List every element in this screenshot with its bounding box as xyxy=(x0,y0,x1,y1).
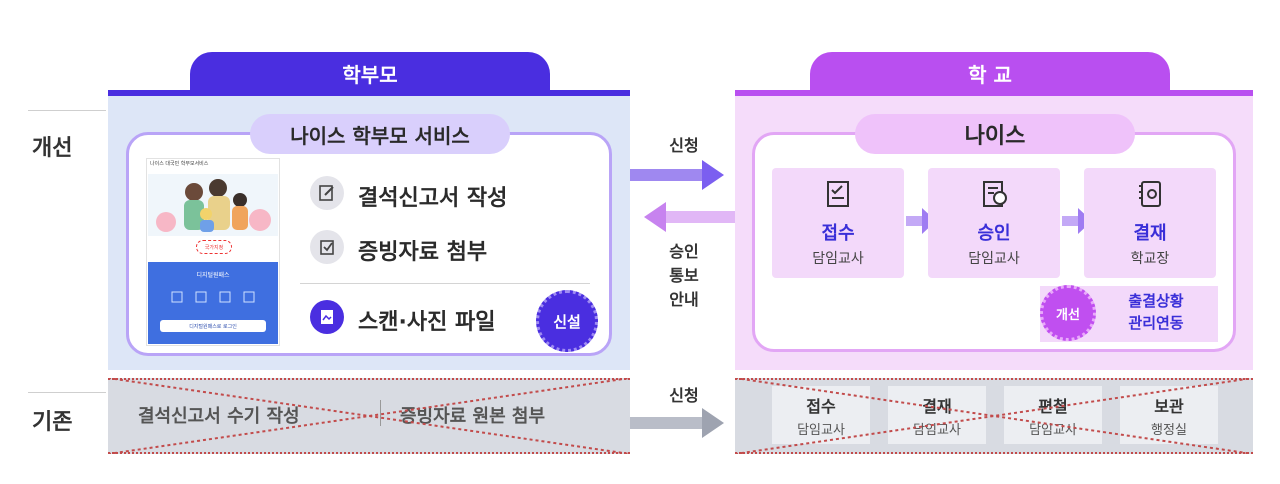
row-divider xyxy=(28,110,106,111)
service-item-scan-photo: 스캔·사진 파일 xyxy=(358,310,496,335)
step-title: 승인 xyxy=(977,223,1011,244)
old-border xyxy=(735,452,1253,454)
step-title: 결재 xyxy=(1133,223,1167,244)
old-manual-report: 결석신고서 수기 작성 xyxy=(138,406,300,427)
old-separator xyxy=(380,400,381,426)
row-label-improved: 개선 xyxy=(32,136,73,161)
old-step-receive: 접수 담임교사 xyxy=(772,386,870,444)
improve-line: 출결상황 xyxy=(1128,292,1184,310)
apply-label: 신청 xyxy=(669,136,699,155)
step-role: 담임교사 xyxy=(812,251,864,267)
row-divider xyxy=(28,392,106,393)
old-step-title: 결재 xyxy=(922,396,952,416)
old-apply-label: 신청 xyxy=(669,386,699,405)
notify-line: 통보 xyxy=(669,266,699,285)
school-tab-bar xyxy=(735,90,1253,96)
old-arrow-right-icon xyxy=(630,408,724,438)
scan-doc-icon xyxy=(310,300,344,334)
step-title: 접수 xyxy=(821,223,855,244)
improve-badge: 개선 xyxy=(1040,285,1096,341)
old-step-title: 접수 xyxy=(806,396,836,416)
old-original-attach: 증빙자료 원본 첨부 xyxy=(400,406,546,427)
new-badge: 신설 xyxy=(536,290,598,352)
phone-login-button: 디지털원패스로 로그인 xyxy=(160,320,266,332)
school-system-title: 나이스 xyxy=(855,114,1135,154)
notify-line: 승인 xyxy=(669,242,699,261)
parent-tab-bar xyxy=(108,90,630,96)
service-divider xyxy=(300,283,590,284)
parent-service-title: 나이스 학부모 서비스 xyxy=(250,114,510,154)
parent-tab: 학부모 xyxy=(190,52,550,94)
improve-line: 관리연동 xyxy=(1128,314,1184,332)
phone-login-title: 디지털원패스 xyxy=(196,272,230,279)
checklist-icon xyxy=(827,181,849,207)
service-item-evidence-attach: 증빙자료 첨부 xyxy=(358,240,488,265)
old-step-file: 편철 담임교사 xyxy=(1004,386,1102,444)
pencil-note-icon xyxy=(310,176,344,210)
phone-header: 나이스 대국민 학부모서비스 xyxy=(150,161,209,167)
phone-highlight-mark: 국가지정 xyxy=(196,240,232,254)
old-border xyxy=(108,452,630,454)
improve-text: 출결상황 관리연동 xyxy=(1100,290,1212,334)
attach-check-icon xyxy=(310,230,344,264)
phone-auth-icons xyxy=(170,288,256,303)
signed-book-icon xyxy=(1139,181,1161,207)
arrow-left-icon xyxy=(644,202,738,232)
arrow-right-icon xyxy=(630,160,724,190)
old-step-role: 행정실 xyxy=(1151,422,1187,438)
cross-out-icon xyxy=(107,377,631,455)
step-sign: 결재 학교장 xyxy=(1084,168,1216,278)
old-step-sign: 결재 담임교사 xyxy=(888,386,986,444)
notify-label: 승인 통보 안내 xyxy=(660,240,708,312)
step-receive: 접수 담임교사 xyxy=(772,168,904,278)
old-border xyxy=(735,378,1253,380)
step-approve: 승인 담임교사 xyxy=(928,168,1060,278)
approve-doc-icon xyxy=(983,181,1007,207)
row-label-existing: 기존 xyxy=(32,410,73,435)
old-step-role: 담임교사 xyxy=(797,422,845,438)
old-step-archive: 보관 행정실 xyxy=(1120,386,1218,444)
step-role: 담임교사 xyxy=(968,251,1020,267)
cross-out-icon xyxy=(734,377,1254,455)
family-illustration xyxy=(148,174,278,236)
old-step-role: 담임교사 xyxy=(1029,422,1077,438)
old-step-title: 보관 xyxy=(1154,396,1184,416)
notify-line: 안내 xyxy=(669,290,699,309)
school-tab: 학 교 xyxy=(810,52,1170,94)
service-item-absence-report: 결석신고서 작성 xyxy=(358,186,508,211)
step-role: 학교장 xyxy=(1130,251,1170,267)
old-step-title: 편철 xyxy=(1038,396,1068,416)
old-border xyxy=(108,378,630,380)
